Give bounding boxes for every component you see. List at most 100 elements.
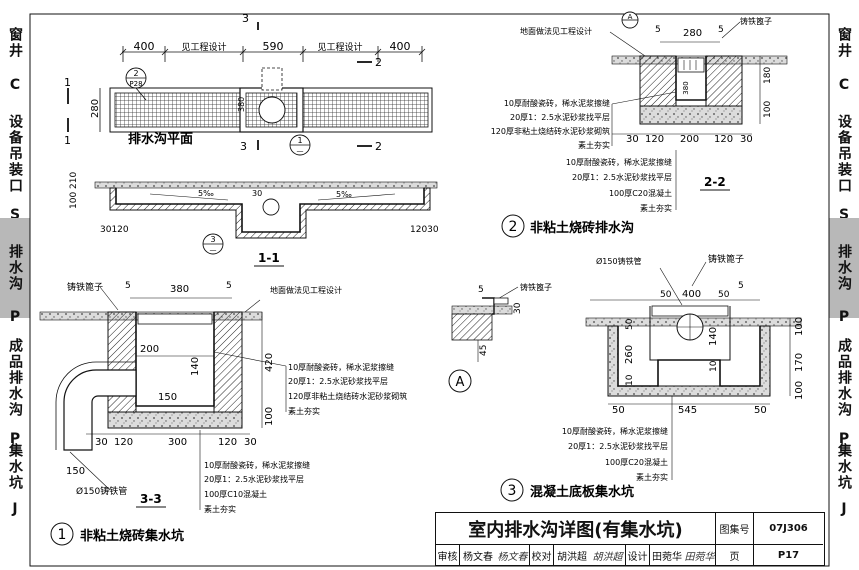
detail-A-dim-30: 30: [513, 302, 523, 314]
plan-dim-400-left: 400: [134, 40, 155, 53]
detail-2-dim-b30a: 30: [626, 134, 639, 145]
detail-1-dim-140: 140: [190, 357, 201, 376]
plan-dim-left-design: 见工程设计: [181, 41, 226, 53]
drawing-title: 室内排水沟详图(有集水坑): [436, 513, 716, 545]
detail-1-dim-200: 200: [140, 344, 159, 355]
side-tab-equipment-hatch[interactable]: 设备吊装口: [7, 114, 23, 194]
detail-2-base-layer-3: 100厚C20混凝土: [609, 188, 672, 198]
detail-1-dim-b30a: 30: [95, 437, 108, 448]
detail-1-layer-3: 120厚非粘土烧结砖水泥砂浆砌筑: [288, 391, 407, 401]
side-tab-code-c[interactable]: C: [836, 77, 852, 95]
detail-1-layer-2: 20厚1：2.5水泥砂浆找平层: [288, 376, 388, 386]
detail-A-dim-5: 5: [478, 285, 484, 295]
detail-3-layer-1: 10厚耐酸瓷砖，稀水泥浆擦缝: [562, 426, 668, 436]
detail-2-section-title: 2-2: [704, 175, 726, 189]
check-name: 胡洪超: [557, 551, 587, 563]
side-tab-drain-active[interactable]: 排水沟: [829, 218, 859, 318]
section-mark-1-bottom: 1: [64, 134, 71, 147]
side-tab-sump[interactable]: 集水坑: [7, 443, 23, 491]
side-tab-finished-drain[interactable]: 成品排水沟: [7, 338, 23, 418]
audit-signature: 杨文春: [496, 545, 530, 565]
detail-2-base-layer-1: 10厚耐酸瓷砖，稀水泥浆擦缝: [566, 157, 672, 167]
section-1-callout-num: 3: [210, 235, 215, 244]
detail-2-ref-A: A: [628, 13, 633, 21]
detail-3-dim-mid-10: 10: [709, 360, 719, 372]
detail-1-base-layer-3: 100厚C10混凝土: [204, 489, 267, 499]
detail-3-dim-right-100b: 100: [794, 381, 805, 400]
side-tab-code-j[interactable]: J: [836, 501, 852, 519]
detail-2-base-layer-4: 素土夯实: [640, 203, 672, 213]
detail-3-dim-left-10: 10: [625, 374, 635, 386]
detail-1-number: 1: [58, 527, 67, 543]
detail-3-layer-3: 100厚C20混凝土: [605, 457, 668, 467]
side-tab-chuangjing[interactable]: 窗井: [836, 27, 852, 59]
side-tabs-left: 窗井 C 设备吊装口 S 排水沟 P 成品排水沟 P 集水坑 J: [0, 14, 30, 520]
detail-2-ground: 地面做法见工程设计: [520, 26, 592, 36]
detail-1-dim-150: 150: [158, 392, 177, 403]
design-label: 设计: [626, 545, 650, 565]
detail-2-layer-2: 20厚1：2.5水泥砂浆找平层: [510, 112, 610, 122]
side-tab-drain-active[interactable]: 排水沟: [0, 218, 30, 318]
atlas-number: 07J306: [754, 513, 823, 545]
plan-dim-right-design: 见工程设计: [317, 41, 362, 53]
section-1-callout-den: —: [210, 246, 217, 254]
detail-1-base-layer-2: 20厚1：2.5水泥砂浆找平层: [204, 474, 304, 484]
plan-ref-page: P28: [129, 80, 142, 88]
detail-3-dim-b50a: 50: [612, 405, 625, 416]
atlas-label: 图集号: [716, 513, 754, 545]
detail-3-dim-260: 260: [624, 345, 635, 364]
detail-2-section: 地面做法见工程设计 A 5 280 5 铸铁篦子 380 180 100 30 …: [491, 11, 788, 238]
sheet-frame: [29, 13, 830, 567]
detail-1-dim-b300: 300: [168, 437, 187, 448]
side-tab-code-p2[interactable]: P: [836, 431, 852, 449]
detail-A-dim-45: 45: [479, 345, 489, 356]
side-tab-code-j[interactable]: J: [7, 501, 23, 519]
detail-A-grate: 铸铁篦子: [520, 282, 552, 292]
detail-3-dim-140: 140: [708, 327, 719, 346]
plan-dim-400-right: 400: [390, 40, 411, 53]
detail-1-grate: 铸铁篦子: [67, 281, 103, 293]
plan-callout-num: 1: [297, 136, 302, 145]
detail-A: 5 铸铁篦子 30 45 A: [448, 282, 552, 393]
side-tab-equipment-hatch[interactable]: 设备吊装口: [836, 114, 852, 194]
detail-3-dim-left-50: 50: [625, 318, 635, 330]
side-tab-chuangjing[interactable]: 窗井: [7, 27, 23, 59]
detail-3-layer-4: 素土夯实: [636, 472, 668, 482]
detail-3-grate: 铸铁篦子: [708, 253, 744, 265]
detail-1-ground: 地面做法见工程设计: [270, 285, 342, 295]
detail-1-layer-1: 10厚耐酸瓷砖，稀水泥浆擦缝: [288, 362, 394, 372]
plan-view: 400 见工程设计 590 见工程设计 400 380 280 2 P28 1 …: [64, 12, 433, 156]
detail-3-dim-top-50b: 50: [718, 290, 730, 300]
detail-2-layer-3: 120厚非粘土烧结砖水泥砂浆砌筑: [491, 126, 610, 136]
side-tab-finished-drain[interactable]: 成品排水沟: [836, 338, 852, 418]
detail-2-dim-b30b: 30: [740, 134, 753, 145]
side-tab-sump[interactable]: 集水坑: [836, 443, 852, 491]
detail-3-dim-right-170: 170: [794, 353, 805, 372]
detail-3-dim-right-100a: 100: [794, 317, 805, 336]
section-mark-2-top: 2: [375, 56, 382, 69]
detail-2-dim-100: 100: [763, 101, 773, 118]
section-1-slope-right: 5‰: [336, 190, 352, 199]
detail-2-number: 2: [509, 219, 518, 235]
section-1-dim-30: 30: [252, 189, 262, 198]
detail-3-dim-top-400: 400: [682, 289, 701, 300]
detail-1-dim-b30b: 30: [244, 437, 257, 448]
detail-2-title: 非粘土烧砖排水沟: [530, 220, 634, 236]
page-number: P17: [777, 549, 800, 561]
detail-2-layer-4: 素土夯实: [578, 140, 610, 150]
plan-ref-number: 2: [133, 69, 138, 78]
section-1-1: 5‰ 5‰ 30 100 210 30120 12030 3 — 1-1: [69, 172, 439, 267]
section-mark-3-bottom: 3: [240, 140, 247, 153]
plan-title: 排水沟平面: [128, 131, 193, 147]
audit-name: 杨文春: [463, 551, 493, 563]
detail-1-layer-4: 素土夯实: [288, 406, 320, 416]
detail-3-number: 3: [508, 483, 517, 499]
side-tab-code-c[interactable]: C: [7, 77, 23, 95]
detail-1-title: 非粘土烧砖集水坑: [80, 528, 184, 544]
side-tab-code-p2[interactable]: P: [7, 431, 23, 449]
detail-1-base-layer-1: 10厚耐酸瓷砖，稀水泥浆擦缝: [204, 460, 310, 470]
audit-label: 审核: [436, 545, 460, 565]
check-label: 校对: [530, 545, 554, 565]
detail-2-dim-b120a: 120: [645, 134, 664, 145]
